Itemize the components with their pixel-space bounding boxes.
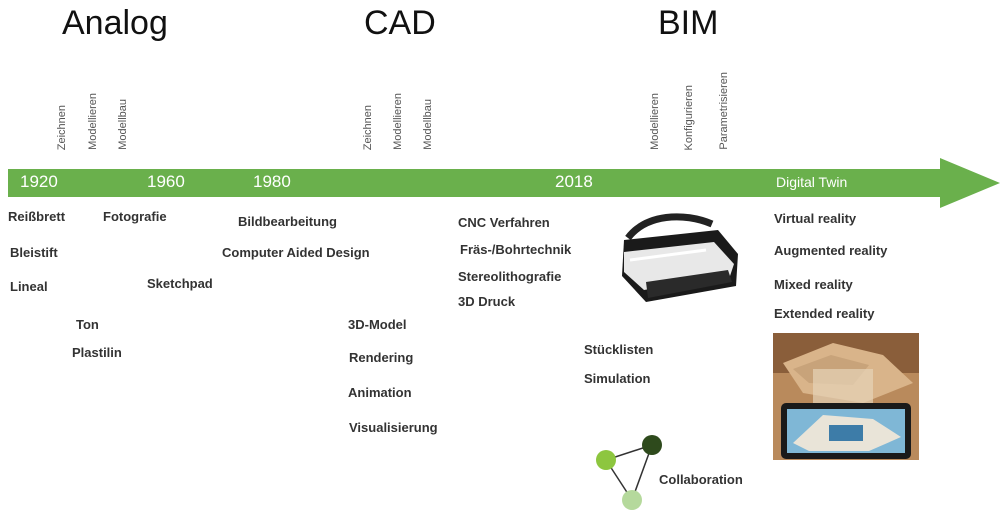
item-visualisierung: Visualisierung (349, 420, 438, 435)
cad-activity-modellieren: Modellieren (392, 93, 404, 150)
item-extended-reality: Extended reality (774, 306, 875, 321)
era-analog-heading: Analog (62, 4, 168, 42)
item-stereolithografie: Stereolithografie (458, 269, 562, 284)
cad-activity-zeichnen: Zeichnen (362, 104, 374, 150)
year-2018: 2018 (555, 172, 593, 191)
era-cad-heading: CAD (364, 4, 436, 42)
timeline-arrow (8, 158, 1000, 208)
item-augmented-reality: Augmented reality (774, 243, 888, 258)
analog-activity-modellbau: Modellbau (117, 99, 129, 150)
analog-activity-modellieren: Modellieren (87, 93, 99, 150)
timeline-arrow-shape (8, 158, 1000, 208)
year-1980: 1980 (253, 172, 291, 191)
item-stuecklisten: Stücklisten (584, 342, 654, 357)
year-1960: 1960 (147, 172, 185, 191)
network-node-light (596, 450, 616, 470)
network-node-dark (642, 435, 662, 455)
bim-activity-modellieren: Modellieren (649, 93, 661, 150)
item-simulation: Simulation (584, 371, 651, 386)
network-node-pale (622, 490, 642, 510)
digital-twin-label: Digital Twin (776, 174, 848, 190)
item-plastilin: Plastilin (72, 345, 122, 360)
year-1920: 1920 (20, 172, 58, 191)
item-mixed-reality: Mixed reality (774, 277, 853, 292)
item-collaboration: Collaboration (659, 472, 743, 487)
augmented-reality-photo (773, 333, 919, 460)
item-animation: Animation (348, 385, 412, 400)
item-cnc-verfahren: CNC Verfahren (458, 215, 550, 230)
collaboration-network-icon (596, 435, 662, 510)
item-computer-aided-design: Computer Aided Design (222, 245, 370, 260)
bim-activity-konfigurieren: Konfigurieren (683, 84, 695, 150)
item-rendering: Rendering (349, 350, 414, 365)
item-virtual-reality: Virtual reality (774, 211, 857, 226)
vr-headset-icon (622, 213, 738, 302)
item-bildbearbeitung: Bildbearbeitung (238, 214, 337, 229)
item-bleistift: Bleistift (10, 245, 58, 260)
item-3d-model: 3D-Model (348, 317, 407, 332)
item-3d-druck: 3D Druck (458, 294, 516, 309)
item-reissbrett: Reißbrett (8, 209, 66, 224)
bim-activity-parametrisieren: Parametrisieren (718, 72, 730, 150)
item-fotografie: Fotografie (103, 209, 167, 224)
item-ton: Ton (76, 317, 99, 332)
item-lineal: Lineal (10, 279, 48, 294)
item-sketchpad: Sketchpad (147, 276, 213, 291)
item-fraes-bohrtechnik: Fräs-/Bohrtechnik (460, 242, 572, 257)
era-bim-heading: BIM (658, 4, 719, 42)
cad-activity-modellbau: Modellbau (422, 99, 434, 150)
analog-activity-zeichnen: Zeichnen (56, 104, 68, 150)
